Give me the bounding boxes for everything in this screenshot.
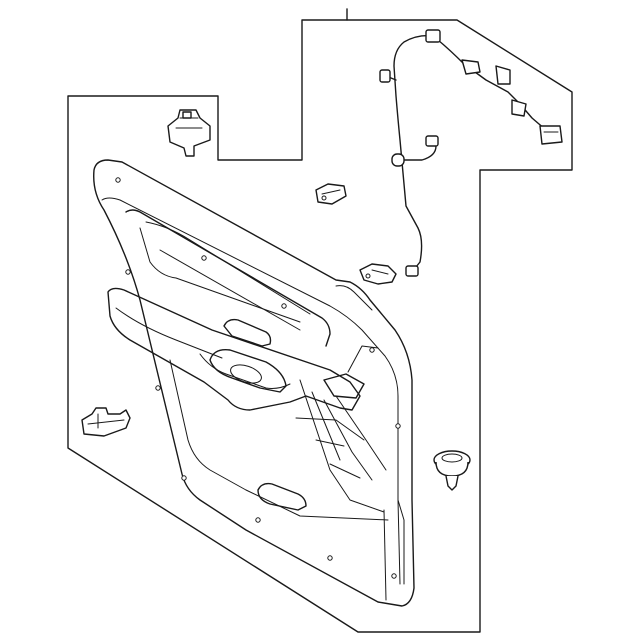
switch-bracket: [167, 109, 211, 157]
mount-bracket: [81, 407, 131, 437]
clip-small: [315, 183, 347, 205]
assembly-boundary: [67, 8, 573, 633]
wiring-harness: [379, 29, 563, 277]
retainer-clip: [359, 263, 397, 285]
push-pin-fastener: [433, 450, 471, 491]
door-trim-panel: [93, 159, 415, 607]
